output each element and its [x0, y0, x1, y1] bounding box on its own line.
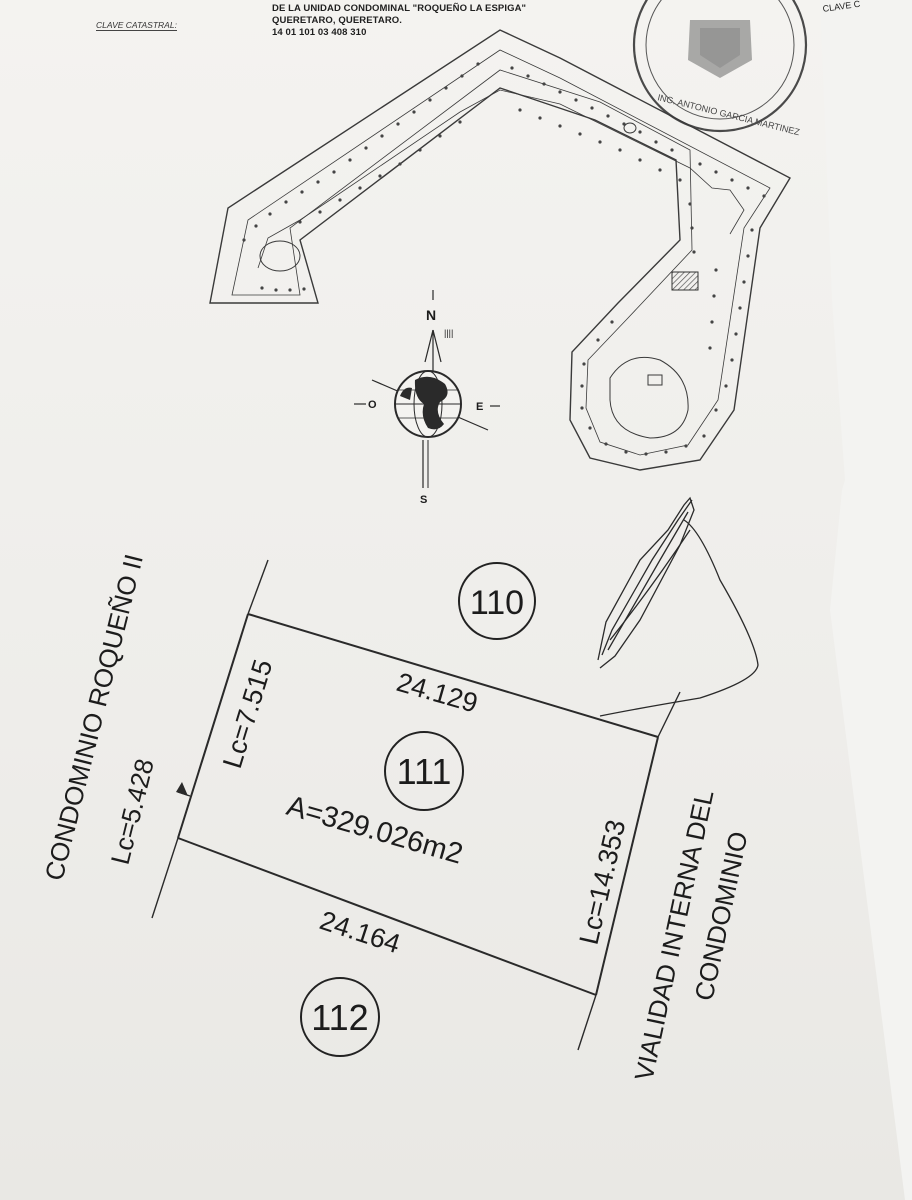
lot-111-marker: 111 — [384, 731, 464, 811]
header-unit-name: DE LA UNIDAD CONDOMINAL "ROQUEÑO LA ESPI… — [272, 3, 527, 14]
lot-112-marker: 112 — [300, 977, 380, 1057]
compass-ticks: |||| — [444, 328, 453, 338]
site-key-map — [209, 29, 791, 471]
bottom-side-length: 24.164 — [316, 905, 404, 959]
signature — [597, 496, 759, 717]
notary-seal: ING. ANTONIO GARCIA MARTINEZ — [632, 0, 808, 137]
top-side-length: 24.129 — [393, 667, 481, 719]
lot-110-number: 110 — [470, 584, 524, 622]
highlighted-lot — [671, 271, 699, 291]
lot-112-number: 112 — [311, 997, 368, 1038]
header-clave-value: 14 01 101 03 408 310 — [272, 27, 367, 38]
clave-catastral-label: CLAVE CATASTRAL: — [96, 20, 177, 31]
compass-west-label: O — [368, 399, 377, 411]
header-city: QUERETARO, QUERETARO. — [272, 15, 403, 26]
left-side-length: Lc=7.515 — [217, 656, 278, 772]
west-neighbor-length: Lc=5.428 — [105, 756, 160, 868]
north-compass: N S E O |||| — [354, 290, 500, 506]
lot-111-boundary — [151, 559, 681, 1051]
lot-110-marker: 110 — [458, 562, 536, 640]
compass-north-label: N — [426, 307, 436, 323]
compass-east-label: E — [476, 401, 483, 413]
lot-111-number: 111 — [397, 751, 452, 792]
lot-area: A=329.026m2 — [283, 790, 466, 871]
compass-south-label: S — [420, 494, 427, 506]
